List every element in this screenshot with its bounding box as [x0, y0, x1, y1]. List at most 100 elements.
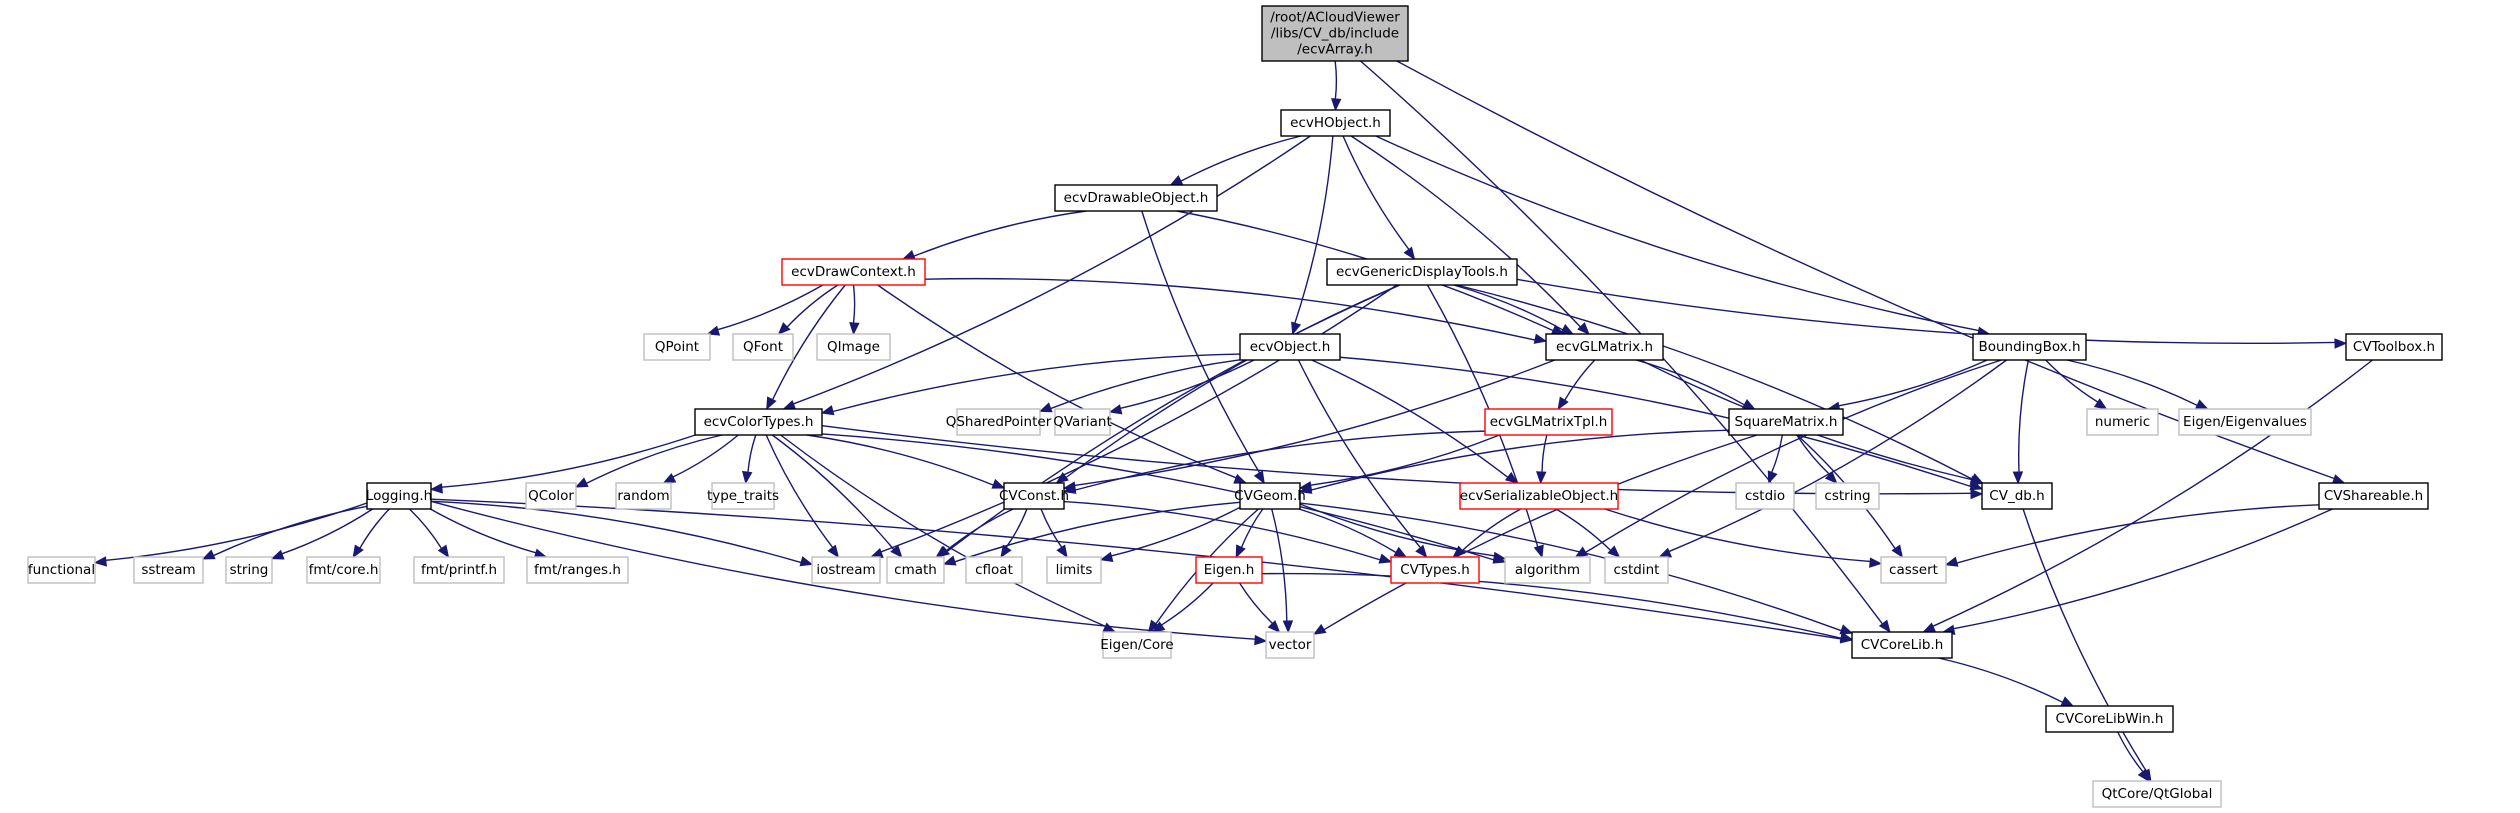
edge-CVCoreLibWin-to-QtGlobal — [2117, 731, 2144, 773]
arrowhead-icon — [1331, 98, 1342, 112]
edge-ecvObject-to-CV_db — [1339, 356, 1972, 488]
edge-CVGeom-to-algorithm — [1299, 503, 1495, 557]
node-QColor: QColor — [525, 482, 577, 510]
node-ecvDrawContext[interactable]: ecvDrawContext.h — [781, 258, 926, 286]
arrowhead-icon — [437, 544, 450, 559]
edge-CVToolbox-to-CVCoreLib — [1932, 359, 2373, 627]
edge-SquareMatrix-to-cstring — [1796, 434, 1831, 476]
node-label: limits — [1056, 562, 1093, 578]
node-CVConst[interactable]: CVConst.h — [999, 482, 1069, 510]
node-box — [1265, 631, 1315, 659]
node-ecvHObject[interactable]: ecvHObject.h — [1280, 109, 1391, 137]
node-CVTypes[interactable]: CVTypes.h — [1390, 556, 1480, 584]
arrowhead-icon — [1233, 473, 1248, 484]
edge-BoundingBox-to-algorithm — [1585, 359, 2002, 553]
node-label: ecvSerializableObject.h — [1460, 488, 1618, 504]
node-ecvGLMatrixTpl[interactable]: ecvGLMatrixTpl.h — [1484, 408, 1613, 436]
node-CVCoreLibWin[interactable]: CVCoreLibWin.h — [2045, 705, 2174, 733]
node-ecvGenericDisplayTools[interactable]: ecvGenericDisplayTools.h — [1326, 258, 1518, 286]
node-label: fmt/printf.h — [421, 562, 497, 578]
arrowhead-icon — [1235, 544, 1246, 559]
node-ecvSerializableObject[interactable]: ecvSerializableObject.h — [1459, 482, 1619, 510]
edge-BoundingBox-to-numeric — [2045, 359, 2099, 403]
node-label: Logging.h — [366, 488, 432, 504]
node-label: CVCoreLibWin.h — [2056, 711, 2164, 727]
node-label: ecvGLMatrixTpl.h — [1490, 414, 1608, 430]
node-box — [643, 333, 711, 361]
node-BoundingBox[interactable]: BoundingBox.h — [1972, 333, 2087, 361]
arrowhead-icon — [782, 400, 797, 410]
node-label: CVShareable.h — [2324, 488, 2423, 504]
edge-ecvGenericDisplayTools-to-iostream — [880, 284, 1398, 553]
node-box — [1815, 482, 1880, 510]
arrowhead-icon — [799, 556, 814, 567]
arrowhead-icon — [1151, 621, 1166, 633]
node-label: CVToolbox.h — [2353, 339, 2435, 355]
arrowhead-icon — [2195, 399, 2209, 410]
arrowhead-icon — [1891, 544, 1904, 559]
node-box — [1728, 408, 1844, 436]
edge-CVGeom-to-limits — [1111, 506, 1241, 557]
arrowhead-icon — [1658, 547, 1673, 558]
node-box — [1880, 556, 1947, 584]
node-label: cfloat — [975, 562, 1013, 578]
node-root[interactable]: /root/ACloudViewer/libs/CV_db/include/ec… — [1261, 5, 1409, 62]
node-cmath: cmath — [886, 556, 945, 584]
nodes-layer: /root/ACloudViewer/libs/CV_db/include/ec… — [27, 5, 2443, 808]
node-CV_db[interactable]: CV_db.h — [1981, 482, 2053, 510]
node-box — [1280, 109, 1391, 137]
node-Eigen[interactable]: Eigen.h — [1195, 556, 1263, 584]
edge-ecvSerializableObject-to-CVTypes — [1461, 508, 1522, 552]
arrowhead-icon — [849, 322, 860, 336]
arrowhead-icon — [429, 483, 443, 494]
arrowhead-icon — [1767, 470, 1778, 485]
node-label: /libs/CV_db/include — [1271, 26, 1399, 42]
node-box — [526, 556, 629, 584]
arrowhead-icon — [1944, 556, 1959, 567]
node-label: Eigen/Core — [1100, 637, 1174, 653]
node-CVCoreLib[interactable]: CVCoreLib.h — [1851, 631, 1953, 659]
arrowhead-icon — [1254, 634, 1268, 646]
arrowhead-icon — [1557, 396, 1569, 411]
edge-ecvGLMatrix-to-CVConst — [1074, 359, 1555, 487]
node-CVGeom[interactable]: CVGeom.h — [1234, 482, 1306, 510]
node-label: ecvDrawableObject.h — [1064, 190, 1209, 206]
node-SquareMatrix[interactable]: SquareMatrix.h — [1728, 408, 1844, 436]
arrowhead-icon — [1869, 557, 1883, 568]
node-label: QVariant — [1053, 414, 1112, 430]
edge-ecvGenericDisplayTools-to-CV_db — [1456, 284, 1973, 480]
edge-ecvDrawableObject-to-CVGeom — [1141, 210, 1261, 474]
edge-ecvSerializableObject-to-cassert — [1604, 508, 1871, 563]
edge-ecvDrawContext-to-QImage — [852, 284, 856, 324]
node-label: CV_db.h — [1989, 488, 2044, 504]
node-label: CVConst.h — [999, 488, 1069, 504]
edge-ecvDrawContext-to-QFont — [786, 284, 839, 328]
edge-ecvColorTypes-to-CV_db — [821, 425, 1972, 495]
node-Logging[interactable]: Logging.h — [366, 482, 432, 510]
node-ecvGLMatrix[interactable]: ecvGLMatrix.h — [1545, 333, 1664, 361]
arrowhead-icon — [777, 322, 791, 335]
node-label: fmt/ranges.h — [534, 562, 621, 578]
node-fmtprintf: fmt/printf.h — [413, 556, 505, 584]
node-box — [1054, 184, 1218, 212]
arrowhead-icon — [352, 544, 364, 559]
arrowhead-icon — [1253, 470, 1265, 485]
node-ecvObject[interactable]: ecvObject.h — [1239, 333, 1341, 361]
arrowhead-icon — [1056, 544, 1068, 559]
arrowhead-icon — [827, 544, 840, 559]
arrowhead-icon — [2012, 471, 2024, 485]
node-ecvDrawableObject[interactable]: ecvDrawableObject.h — [1054, 184, 1218, 212]
node-label: cstdint — [1614, 562, 1660, 578]
node-iostream: iostream — [811, 556, 881, 584]
arrowhead-icon — [662, 473, 677, 484]
edge-ecvSerializableObject-to-cstdint — [1555, 508, 1612, 551]
node-CVToolbox[interactable]: CVToolbox.h — [2345, 333, 2443, 361]
node-box — [1459, 482, 1619, 510]
edge-ecvGLMatrix-to-ecvGLMatrixTpl — [1564, 359, 1596, 401]
node-box — [1046, 556, 1102, 584]
node-ecvColorTypes[interactable]: ecvColorTypes.h — [694, 408, 823, 436]
edge-ecvHObject-to-ecvDrawableObject — [1180, 135, 1302, 182]
edge-Logging-to-string — [281, 508, 374, 555]
node-CVShareable[interactable]: CVShareable.h — [2318, 482, 2429, 510]
node-label: Eigen/Eigenvalues — [2183, 414, 2307, 430]
